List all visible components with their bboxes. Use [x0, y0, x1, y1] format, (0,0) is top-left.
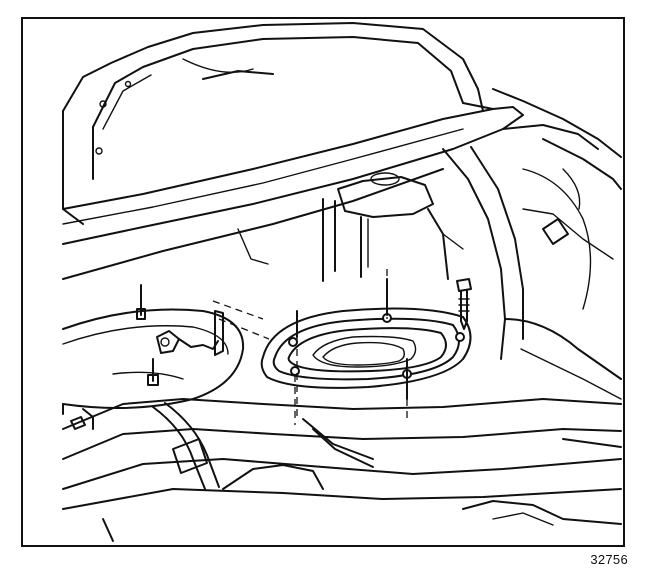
figure-number: 32756	[590, 552, 628, 567]
alignment-studs	[212, 269, 408, 425]
right-quarter-panel	[442, 88, 622, 400]
rear-shelf-beam	[62, 102, 599, 280]
fuel-pump-access-illustration	[62, 22, 622, 542]
underbody-lines	[62, 398, 622, 542]
fuel-sender-connector	[136, 284, 224, 386]
center-bracket	[237, 172, 464, 282]
retaining-bolt	[456, 278, 472, 330]
figure-frame	[21, 17, 625, 547]
rear-window-panel	[62, 22, 484, 225]
fuel-pump-access-cover	[260, 307, 472, 389]
